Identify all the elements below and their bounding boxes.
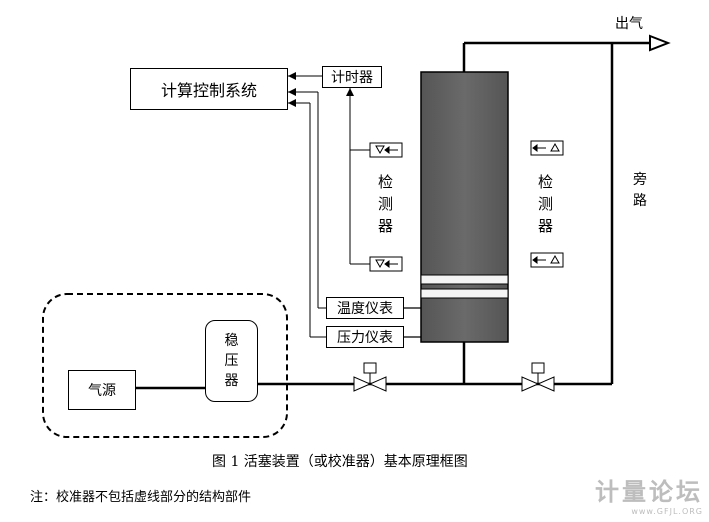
valve-right <box>521 362 555 392</box>
emitter-right-top <box>530 140 564 156</box>
timer-label: 计时器 <box>331 70 373 86</box>
pressure-gauge-label: 压力仪表 <box>337 330 393 346</box>
temperature-gauge-box: 温度仪表 <box>326 297 404 319</box>
valve-left <box>353 362 387 392</box>
gas-source-label: 气源 <box>88 383 116 399</box>
pressure-gauge-box: 压力仪表 <box>326 326 404 348</box>
watermark-title: 计量论坛 <box>595 478 703 506</box>
emitter-right-bottom <box>530 252 564 268</box>
detector-left-label: 检测器 <box>378 173 394 235</box>
computer-control-box: 计算控制系统 <box>130 68 288 110</box>
detector-left-bottom <box>369 256 403 272</box>
bypass-label: 旁路 <box>633 172 647 209</box>
timer-box: 计时器 <box>322 66 382 88</box>
watermark: 计量论坛 www.GFJL.ORG <box>595 472 703 516</box>
signal-arrowheads <box>288 72 354 107</box>
outlet-label: 出气 <box>615 16 643 32</box>
detector-left-top <box>369 142 403 158</box>
gas-source-box: 气源 <box>68 370 136 410</box>
signal-lines <box>288 75 370 338</box>
watermark-url: www.GFJL.ORG <box>631 507 703 516</box>
figure-note: 注：校准器不包括虚线部分的结构部件 <box>30 490 252 505</box>
temperature-gauge-label: 温度仪表 <box>337 301 393 317</box>
detector-right-label: 检测器 <box>538 173 554 235</box>
figure-caption: 图 1 活塞装置（或校准器）基本原理框图 <box>212 454 468 470</box>
regulator-label: 稳压器 <box>224 332 239 390</box>
piston <box>420 274 509 299</box>
computer-control-label: 计算控制系统 <box>160 81 257 100</box>
optional-parts-dashed-boundary <box>42 293 288 438</box>
piston-cylinder <box>420 71 509 343</box>
outlet-arrow <box>649 34 671 52</box>
regulator-box: 稳压器 <box>205 320 258 402</box>
